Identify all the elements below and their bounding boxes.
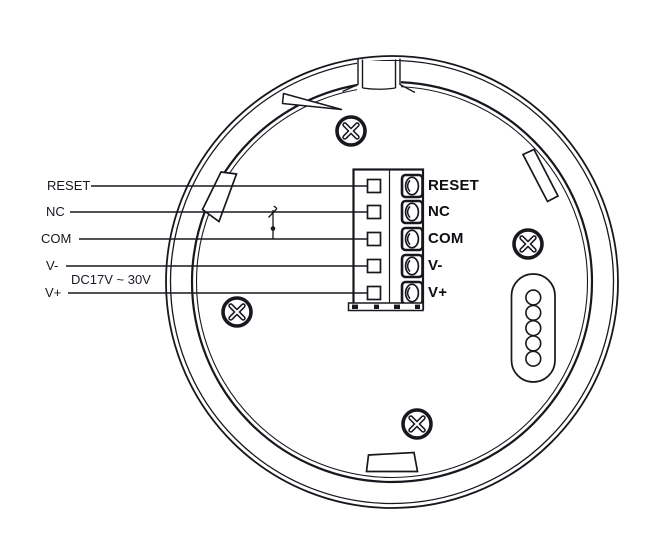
wire-label-v-plus: V+ (45, 285, 62, 300)
screw-icon-left (221, 296, 253, 328)
bayonet-tab-upper-left (201, 171, 238, 223)
terminal-screw-com (400, 226, 424, 252)
wire-label-reset: RESET (47, 178, 91, 193)
terminal-label-com: COM (428, 230, 464, 247)
terminal-label-v-plus: V+ (428, 284, 448, 301)
wire-label-v-minus: V- (46, 258, 59, 273)
screw-icon-top (335, 115, 367, 147)
wires (66, 185, 368, 294)
outer-ring (165, 55, 619, 509)
power-supply-note: DC17V ~ 30V (71, 272, 151, 287)
terminal-block (347, 168, 425, 312)
wire-label-nc: NC (46, 204, 65, 219)
wire-hole-window (510, 273, 556, 383)
terminal-block-rail (347, 302, 424, 312)
wire-entry-squares (366, 178, 382, 301)
terminal-screw-v-plus (400, 280, 424, 306)
bayonet-tab-upper-right (521, 148, 560, 203)
terminal-label-reset: RESET (428, 177, 480, 194)
bayonet-tab-bottom (365, 451, 419, 473)
terminal-screw-reset (400, 173, 424, 199)
wire-label-com: COM (41, 231, 72, 246)
terminal-label-v-minus: V- (428, 257, 443, 274)
terminal-screws (400, 173, 424, 306)
nc-com-contact-mark (268, 205, 278, 240)
top-mounting-notch (342, 58, 416, 94)
screw-icon-right (512, 228, 544, 260)
terminal-label-nc: NC (428, 203, 451, 220)
terminal-screw-v-minus (400, 253, 424, 279)
bayonet-tab-upper-left-wedge (281, 92, 343, 111)
terminal-screw-nc (400, 199, 424, 225)
screw-icon-bottom (401, 408, 433, 440)
